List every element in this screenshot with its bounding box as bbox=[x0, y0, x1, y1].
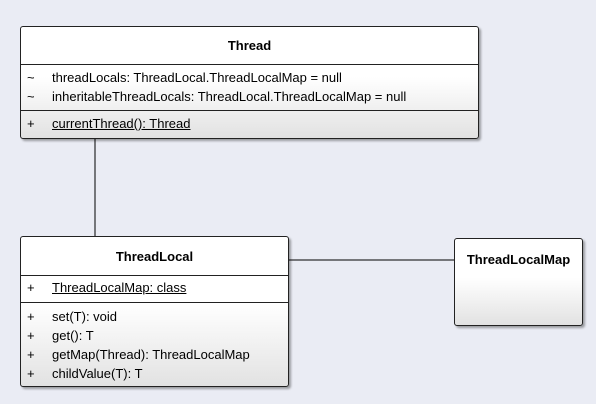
operation-row[interactable]: + set(T): void bbox=[21, 307, 288, 326]
visibility-marker: + bbox=[27, 347, 35, 362]
operation-row[interactable]: + getMap(Thread): ThreadLocalMap bbox=[21, 345, 288, 364]
class-name: ThreadLocal bbox=[115, 249, 194, 264]
visibility-marker: ~ bbox=[27, 70, 35, 85]
attribute-signature: inheritableThreadLocals: ThreadLocal.Thr… bbox=[52, 89, 407, 104]
attribute-signature: threadLocals: ThreadLocal.ThreadLocalMap… bbox=[52, 70, 342, 85]
visibility-marker: + bbox=[27, 366, 35, 381]
visibility-marker: ~ bbox=[27, 89, 35, 104]
class-name: ThreadLocalMap bbox=[466, 252, 571, 267]
operation-signature: currentThread(): Thread bbox=[52, 116, 191, 131]
class-threadlocalmap[interactable]: ThreadLocalMap bbox=[454, 238, 583, 326]
operation-row[interactable]: + childValue(T): T bbox=[21, 364, 288, 383]
class-thread[interactable]: Thread ~ threadLocals: ThreadLocal.Threa… bbox=[20, 26, 479, 139]
operation-signature: childValue(T): T bbox=[52, 366, 143, 381]
attribute-row[interactable]: ~ threadLocals: ThreadLocal.ThreadLocalM… bbox=[21, 68, 478, 87]
visibility-marker: + bbox=[27, 116, 35, 131]
attribute-row[interactable]: + ThreadLocalMap: class bbox=[21, 278, 288, 297]
class-threadlocal[interactable]: ThreadLocal + ThreadLocalMap: class + se… bbox=[20, 236, 289, 387]
operation-row[interactable]: + get(): T bbox=[21, 326, 288, 345]
operation-row[interactable]: + currentThread(): Thread bbox=[21, 114, 478, 133]
class-name: Thread bbox=[227, 38, 272, 53]
operation-signature: get(): T bbox=[52, 328, 94, 343]
attribute-signature: ThreadLocalMap: class bbox=[52, 280, 187, 295]
visibility-marker: + bbox=[27, 280, 35, 295]
visibility-marker: + bbox=[27, 328, 35, 343]
attributes-compartment: ~ threadLocals: ThreadLocal.ThreadLocalM… bbox=[21, 64, 478, 110]
attribute-row[interactable]: ~ inheritableThreadLocals: ThreadLocal.T… bbox=[21, 87, 478, 106]
operation-signature: set(T): void bbox=[52, 309, 118, 324]
attributes-compartment: + ThreadLocalMap: class bbox=[21, 275, 288, 302]
operations-compartment: + set(T): void + get(): T + getMap(Threa… bbox=[21, 302, 288, 383]
operations-compartment: + currentThread(): Thread bbox=[21, 110, 478, 133]
operation-signature: getMap(Thread): ThreadLocalMap bbox=[52, 347, 250, 362]
visibility-marker: + bbox=[27, 309, 35, 324]
